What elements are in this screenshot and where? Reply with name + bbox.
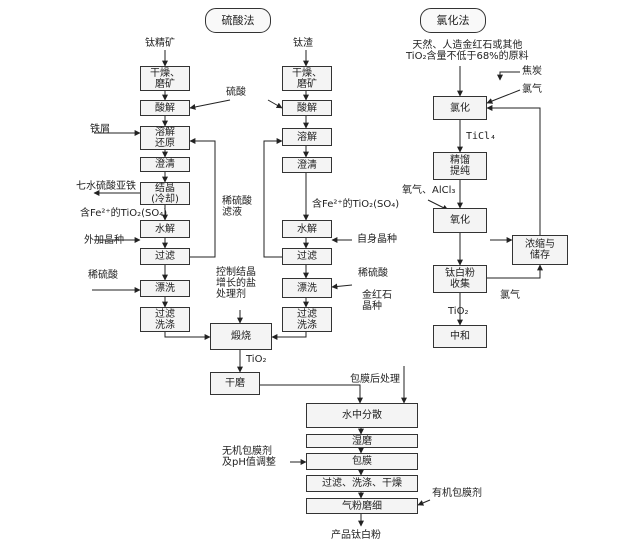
salt-agent-label: 控制结晶 增长的盐 处理剂	[216, 267, 256, 300]
crystallize-box: 结晶 (冷却)	[140, 182, 190, 205]
iron-scrap-label: 铁屑	[90, 124, 110, 135]
filter-box-left: 过滤	[140, 248, 190, 265]
titanium-slag-label: 钛渣	[293, 38, 313, 49]
product-label: 产品钛白粉	[331, 530, 381, 541]
self-seed-label: 自身晶种	[357, 234, 397, 245]
dissolve-box: 溶解	[282, 128, 332, 146]
chloride-process-title: 氯化法	[420, 8, 486, 33]
dry-mill-box: 干磨	[210, 372, 260, 395]
chlorine-label: 氯气	[522, 84, 542, 95]
clarify-box-right: 澄清	[282, 157, 332, 173]
coating-post-label: 包膜后处理	[350, 374, 400, 385]
raw-material-label: 天然、人造金红石或其他 TiO₂含量不低于68%的原料	[406, 40, 529, 62]
dilute-acid-left-label: 稀硫酸	[88, 270, 118, 281]
extra-seed-label: 外加晶种	[84, 235, 124, 246]
acid-leach-box-left: 酸解	[140, 100, 190, 116]
coating-box: 包膜	[306, 453, 418, 470]
dilute-acid-right-label: 稀硫酸	[358, 268, 388, 279]
oxygen-alcl3-label: 氧气、AlCl₃	[402, 185, 456, 196]
ferrous-sulfate-label: 七水硫酸亚铁	[76, 181, 136, 192]
powder-collect-box: 钛白粉 收集	[433, 265, 487, 293]
dissolve-reduce-box: 溶解 还原	[140, 126, 190, 150]
sulfate-process-title: 硫酸法	[205, 8, 271, 33]
filter-wash-box-left: 过滤 洗涤	[140, 307, 190, 332]
fe-tio-solution-label-left: 含Fe²⁺的TiO₂(SO₄)	[80, 208, 168, 219]
filter-wash-dry-box: 过滤、洗涤、干燥	[306, 475, 418, 492]
inorganic-agent-label: 无机包膜剂 及pH值调整	[222, 446, 276, 468]
concentrate-store-box: 浓缩与 储存	[512, 235, 568, 265]
filter-box-right: 过滤	[282, 248, 332, 265]
bleach-box-left: 漂洗	[140, 280, 190, 297]
acid-leach-box-right: 酸解	[282, 100, 332, 116]
jet-mill-box: 气粉磨细	[306, 498, 418, 514]
ilmenite-ore-label: 钛精矿	[145, 38, 175, 49]
fe-tio-solution-label-right: 含Fe²⁺的TiO₂(SO₄)	[312, 199, 400, 210]
ticl4-label: TiCl₄	[466, 131, 497, 142]
chlorine-recycle-label: 氯气	[500, 290, 520, 301]
rutile-seed-label: 金红石 晶种	[362, 290, 392, 312]
bleach-box-right: 漂洗	[282, 278, 332, 298]
wet-mill-box: 湿磨	[306, 434, 418, 448]
chlorinate-box: 氯化	[433, 96, 487, 120]
tio2-calcine-label: TiO₂	[246, 354, 267, 365]
water-disperse-box: 水中分散	[306, 403, 418, 428]
neutralize-box: 中和	[433, 325, 487, 348]
filter-wash-box-right: 过滤 洗涤	[282, 307, 332, 332]
calcine-box: 煅烧	[210, 323, 272, 350]
clarify-box-left: 澄清	[140, 157, 190, 172]
dry-grind-box-right: 干燥、 磨矿	[282, 66, 332, 91]
sulfuric-acid-label: 硫酸	[226, 87, 246, 98]
distill-box: 精馏 提纯	[433, 152, 487, 180]
hydrolysis-box-right: 水解	[282, 220, 332, 238]
dilute-filtrate-label: 稀硫酸 滤液	[222, 196, 252, 218]
tio2-chloride-label: TiO₂	[448, 306, 469, 317]
dry-grind-box-left: 干燥、 磨矿	[140, 66, 190, 91]
organic-agent-label: 有机包膜剂	[432, 488, 482, 499]
oxidize-box: 氧化	[433, 208, 487, 233]
coke-label: 焦炭	[522, 66, 542, 77]
hydrolysis-box-left: 水解	[140, 220, 190, 238]
